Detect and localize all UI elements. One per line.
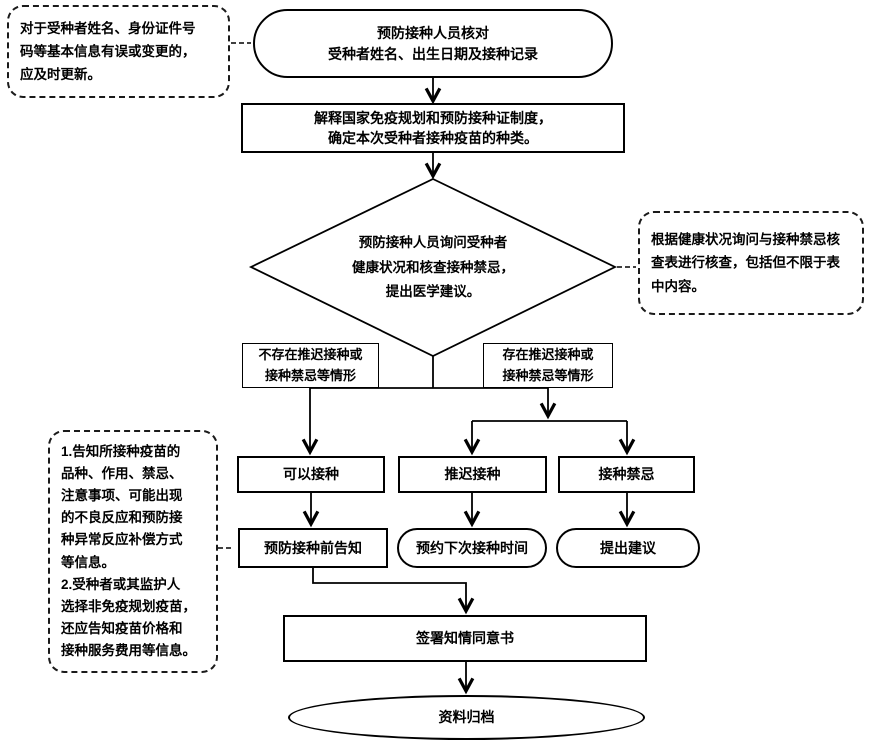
decision-inquiry-text: 预防接种人员询问受种者 健康状况和核查接种禁忌， 提出医学建议。 xyxy=(352,235,514,300)
terminator-give-advice: 提出建议 xyxy=(556,528,700,568)
branch-label-no-contraindication: 不存在推迟接种或 接种禁忌等情形 xyxy=(242,343,379,388)
note-update-info: 对于受种者姓名、身份证件号 码等基本信息有误或变更的， 应及时更新。 xyxy=(7,5,230,98)
connector-preinform-to-sign xyxy=(312,568,475,615)
end-archive-terminator: 资料归档 xyxy=(288,695,645,740)
terminator-schedule-next-visit: 预约下次接种时间 xyxy=(397,528,547,568)
branch-label-has-contraindication: 存在推迟接种或 接种禁忌等情形 xyxy=(483,343,613,388)
process-can-vaccinate: 可以接种 xyxy=(237,456,385,493)
process-postpone-vaccination: 推迟接种 xyxy=(398,456,547,493)
process-vaccination-contraindication: 接种禁忌 xyxy=(558,456,695,493)
note-inform-details: 1.告知所接种疫苗的 品种、作用、禁忌、 注意事项、可能出现 的不良反应和预防接… xyxy=(48,430,218,673)
start-verify-terminator: 预防接种人员核对 受种者姓名、出生日期及接种记录 xyxy=(253,9,613,78)
process-pre-vaccination-inform: 预防接种前告知 xyxy=(238,528,388,568)
process-explain-plan: 解释国家免疫规划和预防接种证制度， 确定本次受种者接种疫苗的种类。 xyxy=(241,103,625,153)
note-contraindication-check: 根据健康状况询问与接种禁忌核 查表进行核查，包括但不限于表 中内容。 xyxy=(638,211,864,315)
process-sign-consent: 签署知情同意书 xyxy=(283,615,647,662)
